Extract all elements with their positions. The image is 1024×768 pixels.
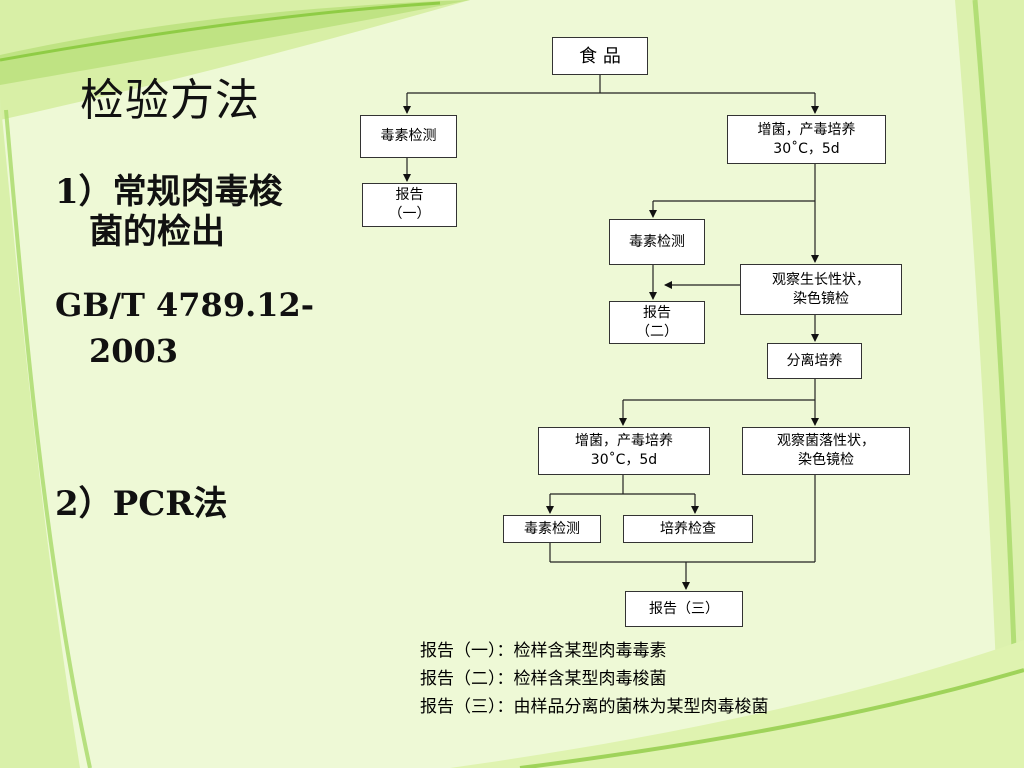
report-legend: 报告（一）：检样含某型肉毒毒素 报告（二）：检样含某型肉毒梭菌 报告（三）：由样…: [420, 637, 769, 721]
report-legend-item: 报告（三）：由样品分离的菌株为某型肉毒梭菌: [420, 697, 769, 717]
method-1-heading: 1）常规肉毒梭 菌的检出: [55, 172, 325, 252]
node-isolate-culture: 分离培养: [767, 343, 862, 379]
report-legend-item: 报告（二）：检样含某型肉毒梭菌: [420, 669, 667, 689]
method-1-line-1: 1）常规肉毒梭: [55, 172, 283, 212]
node-toxin-test-1: 毒素检测: [360, 115, 457, 158]
node-toxin-test-3: 毒素检测: [503, 515, 601, 543]
method-1-line-2: 菌的检出: [89, 212, 225, 252]
node-observe-colony: 观察菌落性状， 染色镜检: [742, 427, 910, 475]
standard-reference: GB/T 4789.12- 2003: [55, 282, 335, 374]
node-report-2: 报告 （二）: [609, 301, 705, 344]
standard-line-2: 2003: [89, 332, 179, 370]
node-observe-growth: 观察生长性状， 染色镜检: [740, 264, 902, 315]
node-toxin-test-2: 毒素检测: [609, 219, 705, 265]
node-report-1: 报告 （一）: [362, 183, 457, 227]
report-legend-item: 报告（一）：检样含某型肉毒毒素: [420, 641, 667, 661]
node-food: 食 品: [552, 37, 648, 75]
slide-title: 检验方法: [80, 75, 260, 126]
node-enrich-2: 增菌，产毒培养 30˚C，5d: [538, 427, 710, 475]
node-report-3: 报告（三）: [625, 591, 743, 627]
node-culture-check: 培养检查: [623, 515, 753, 543]
node-enrich-1: 增菌，产毒培养 30˚C，5d: [727, 115, 886, 164]
standard-line-1: GB/T 4789.12-: [55, 286, 315, 324]
method-2-heading: 2）PCR法: [55, 484, 228, 524]
